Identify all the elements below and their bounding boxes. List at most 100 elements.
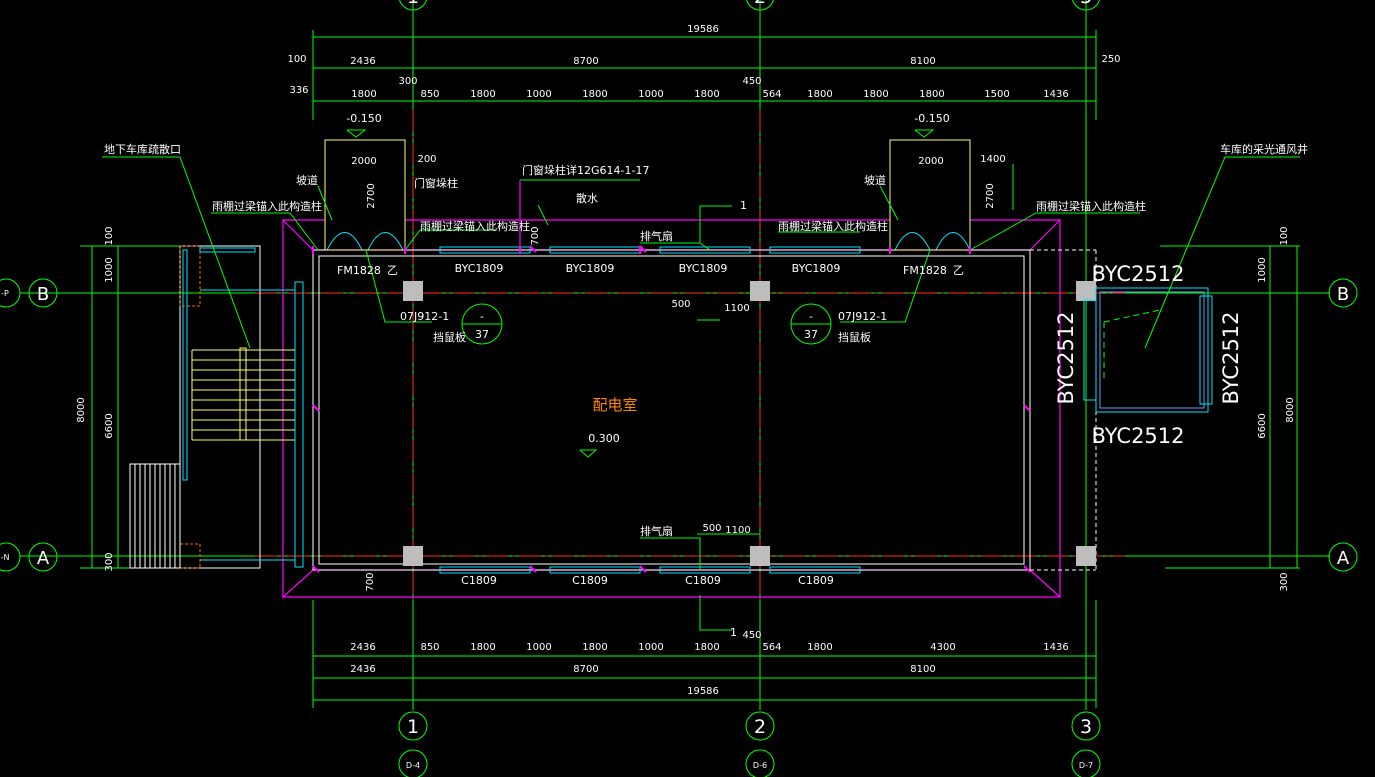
dim-bot-r1-8: 1800 [807, 642, 832, 653]
window-top-3: BYC1809 [792, 262, 841, 275]
grid-row-a-ref: -N [1, 553, 10, 562]
rat-circle-top-l: - [480, 310, 484, 323]
dim-top-r2-2: 1800 [470, 89, 495, 100]
rat-circle-top-r: - [809, 310, 813, 323]
dim-top-r2-4: 1800 [582, 89, 607, 100]
grid-col-3-ref: D-7 [1079, 761, 1093, 770]
structural-columns [403, 281, 1096, 566]
dim-top-r2-11: 1500 [984, 89, 1009, 100]
dim-right-0: 100 [1279, 226, 1290, 245]
label-skylight: 车库的采光通风井 [1220, 142, 1308, 156]
leaders [102, 129, 1300, 631]
dim-left-3: 8000 [76, 397, 87, 422]
label-exit: 地下车库疏散口 [104, 142, 181, 156]
window-bot-1: C1809 [572, 574, 608, 587]
dim-ramp-width-l: 2000 [351, 156, 376, 167]
label-apron: 散水 [576, 191, 598, 205]
dimension-ticks [312, 245, 1031, 573]
dim-top-r2-0: 1800 [351, 89, 376, 100]
dim-top-right-offset: 250 [1101, 54, 1120, 65]
label-beam-rr: 雨棚过梁锚入此构造柱 [1036, 199, 1146, 213]
dim-ramp-offset-l: 200 [417, 154, 436, 165]
label-rat-r: 挡鼠板 [838, 330, 871, 344]
dim-top-gap-1: 450 [742, 76, 761, 87]
window-top-1: BYC1809 [566, 262, 615, 275]
grid-col-2-ref: D-6 [753, 761, 767, 770]
label-door-grade-l: 乙 [387, 264, 398, 277]
grid-row-b-ref: -P [1, 289, 9, 298]
annotations: 地下车库疏散口 车库的采光通风井 坡道 坡道 雨棚过梁锚入此构造柱 雨棚过梁锚入… [104, 112, 1308, 639]
label-door-l: FM1828 [337, 264, 381, 277]
dim-bot-r1-7: 564 [762, 642, 781, 653]
room-name: 配电室 [592, 396, 637, 414]
window-shaft-left: BYC2512 [1054, 311, 1078, 404]
window-shaft-top: BYC2512 [1091, 262, 1184, 286]
grid-col-1-top-label: 1 [407, 0, 419, 8]
dim-top-r2-10: 1800 [919, 89, 944, 100]
dim-top-r1-2: 8100 [910, 56, 935, 67]
dim-bot-r1-2: 1800 [470, 642, 495, 653]
label-elev-r: -0.150 [914, 112, 949, 125]
dim-top-r2-5: 1000 [638, 89, 663, 100]
dim-top-r1-0: 2436 [350, 56, 375, 67]
grid-row-a-right-label: A [1337, 548, 1350, 569]
misc-dimensions: 2000 2700 200 2000 2700 1400 700 700 500… [351, 154, 1005, 592]
dim-top-r2-1: 850 [420, 89, 439, 100]
label-fan-top: 排气扇 [640, 229, 673, 243]
window-shaft-right: BYC2512 [1219, 311, 1243, 404]
grid-row-a-label: A [37, 548, 50, 569]
dim-top-r2-9: 1800 [863, 89, 888, 100]
dim-top-r1-1: 8700 [573, 56, 598, 67]
dim-top-overall: 19586 [687, 24, 719, 35]
label-ramp-r: 坡道 [864, 173, 886, 187]
label-rat-ref-r: 07J912-1 [838, 310, 887, 323]
left-dimensions: 100 1000 6600 8000 300 [76, 226, 115, 571]
dim-fan-bot-0: 500 [702, 523, 721, 534]
dim-top-r2-8: 1800 [807, 89, 832, 100]
label-beam-r: 雨棚过梁锚入此构造柱 [778, 219, 888, 233]
label-beam-l: 雨棚过梁锚入此构造柱 [212, 199, 322, 213]
label-beam-m: 雨棚过梁锚入此构造柱 [420, 219, 530, 233]
dim-ramp-width-r: 2000 [918, 156, 943, 167]
label-ramp-l: 坡道 [296, 173, 318, 187]
dim-bot-r1-4: 1800 [582, 642, 607, 653]
grid-col-3-top-label: 3 [1080, 0, 1092, 8]
label-door-r: FM1828 [903, 264, 947, 277]
grid-col-2-top-label: 2 [754, 0, 766, 8]
dim-bot-r1-6: 1800 [694, 642, 719, 653]
window-bot-0: C1809 [461, 574, 497, 587]
window-labels: BYC1809 BYC1809 BYC1809 BYC1809 C1809 C1… [455, 262, 1243, 587]
window-top-0: BYC1809 [455, 262, 504, 275]
dim-top-r2-left: 336 [289, 85, 308, 96]
doors [324, 139, 971, 251]
grid-col-1-ref: D-4 [406, 761, 420, 770]
dim-bot-r2-1: 8700 [573, 664, 598, 675]
window-bot-3: C1809 [798, 574, 834, 587]
room-elevation: 0.300 [588, 432, 620, 445]
label-rat-ref-l: 07J912-1 [400, 310, 449, 323]
grid-col-3-label: 3 [1080, 716, 1092, 738]
dim-left-4: 300 [104, 552, 115, 571]
stair-exit [129, 245, 304, 569]
dim-sill-b: 700 [365, 572, 376, 591]
dimension-lines [80, 30, 1300, 708]
dim-top-r2-6: 1800 [694, 89, 719, 100]
dim-bot-r2-2: 8100 [910, 664, 935, 675]
dim-bot-r1-1: 850 [420, 642, 439, 653]
dim-ramp-height-r: 2700 [985, 183, 996, 208]
light-well [1083, 287, 1213, 413]
dim-bot-r1-10: 1436 [1043, 642, 1068, 653]
dim-right-1: 1000 [1257, 257, 1268, 282]
dim-top-r2-3: 1000 [526, 89, 551, 100]
dim-bot-overall: 19586 [687, 686, 719, 697]
dim-bot-r1-5: 1000 [638, 642, 663, 653]
dim-bot-r2-0: 2436 [350, 664, 375, 675]
dim-bot-gap: 450 [742, 630, 761, 641]
rat-circle-bot-l: 37 [475, 328, 489, 341]
dim-bot-r1-9: 4300 [930, 642, 955, 653]
dim-right-4: 300 [1279, 572, 1290, 591]
dim-bot-r1-0: 2436 [350, 642, 375, 653]
dim-right-3: 8000 [1285, 397, 1296, 422]
dim-fan-top-1: 1100 [724, 303, 749, 314]
window-bot-2: C1809 [685, 574, 721, 587]
